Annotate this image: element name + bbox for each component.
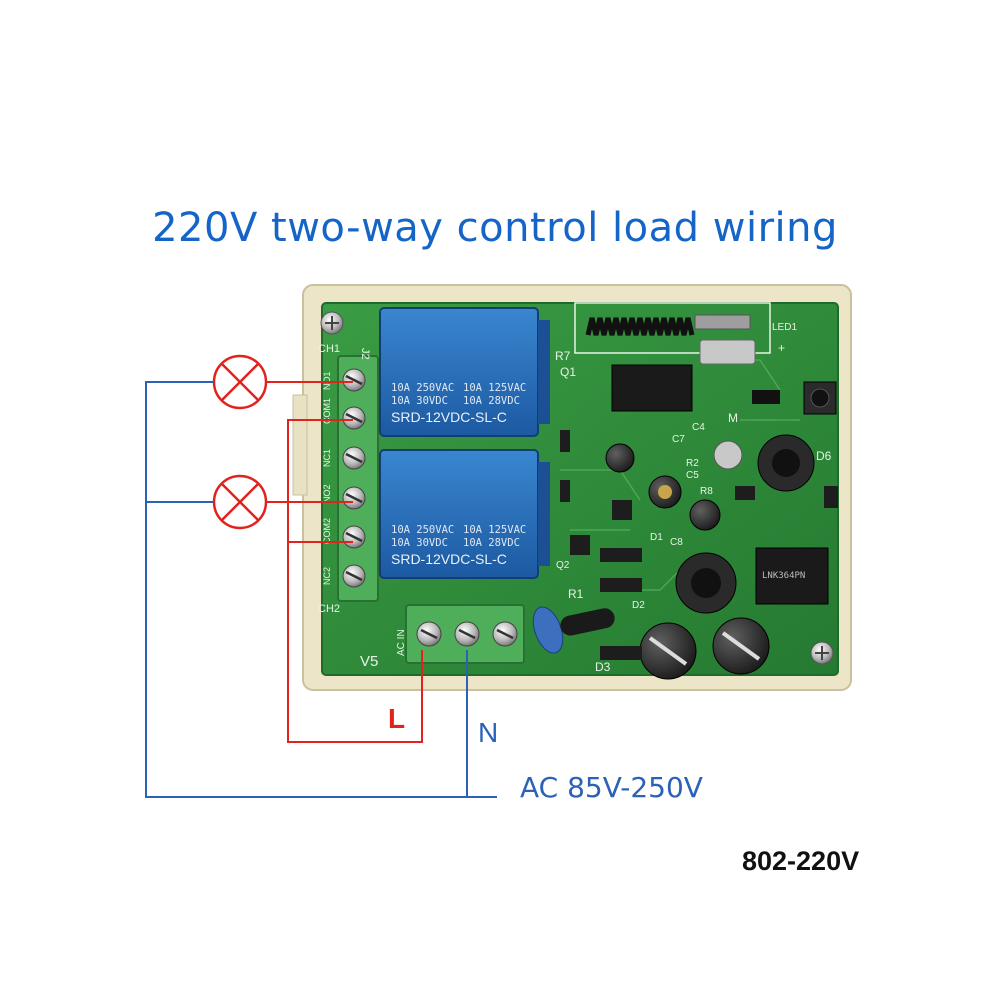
resistor <box>560 608 615 636</box>
label-led1: LED1 <box>772 322 797 333</box>
lamp-icon <box>212 354 268 410</box>
label-d2: D2 <box>632 600 645 611</box>
relay2-rating-left-2: 10A 30VDC <box>391 537 448 549</box>
label-ch2: CH2 <box>318 603 340 615</box>
capacitor-icon <box>639 622 697 680</box>
terminal-pin-com1: COM1 <box>322 398 332 424</box>
terminal-screw-icon <box>454 621 480 647</box>
terminal-pin-no1: NO1 <box>322 371 332 390</box>
terminal-screw-icon <box>342 368 366 392</box>
terminal-pin-no2: NO2 <box>322 484 332 503</box>
label-plus: + <box>778 341 785 355</box>
neutral-wire <box>145 381 497 798</box>
ic-chip-lnk: LNK364PN <box>755 547 829 605</box>
label-r2: R2 <box>686 458 699 469</box>
label-c4: C4 <box>692 422 705 433</box>
button-icon <box>803 381 837 415</box>
label-j2: J2 <box>359 348 371 360</box>
label-r8: R8 <box>700 486 713 497</box>
capacitor-icon <box>648 475 682 509</box>
label-ch1: CH1 <box>318 343 340 355</box>
antenna-icon <box>574 302 771 365</box>
label-r7: R7 <box>555 349 571 363</box>
relay2-rating-right-1: 10A 125VAC <box>463 524 526 536</box>
model-label: 802-220V <box>742 846 860 876</box>
capacitor-icon <box>605 443 635 473</box>
terminal-pin-nc1: NC1 <box>322 449 332 467</box>
relay1-rating-left-2: 10A 30VDC <box>391 395 448 407</box>
terminal-screw-icon <box>342 406 366 430</box>
lamp-icon <box>212 474 268 530</box>
live-wire <box>266 381 423 743</box>
label-r1: R1 <box>568 587 584 601</box>
relay-icon <box>379 307 550 437</box>
y-capacitor-icon <box>532 606 564 654</box>
terminal-screw-icon <box>492 621 518 647</box>
relay2-model: SRD-12VDC-SL-C <box>391 551 507 567</box>
capacitor-icon <box>689 499 721 531</box>
relay2-rating-right-2: 10A 28VDC <box>463 537 520 549</box>
terminal-screw-icon <box>416 621 442 647</box>
capacitor-icon <box>713 440 743 470</box>
label-d1: D1 <box>650 532 663 543</box>
label-d3: D3 <box>595 660 611 674</box>
relay1-model: SRD-12VDC-SL-C <box>391 409 507 425</box>
relay1-rating-right-1: 10A 125VAC <box>463 382 526 394</box>
ic-chip <box>611 364 693 412</box>
terminal-screw-icon <box>342 486 366 510</box>
terminal-screw-icon <box>342 564 366 588</box>
label-d6: D6 <box>816 449 832 463</box>
terminal-screw-icon <box>342 446 366 470</box>
inductor-icon <box>675 552 737 614</box>
relay1-rating-right-2: 10A 28VDC <box>463 395 520 407</box>
label-m: M <box>728 411 738 425</box>
label-ac-in: AC IN <box>396 629 407 656</box>
label-c5: C5 <box>686 470 699 481</box>
label-q2: Q2 <box>556 560 570 571</box>
terminal-screw-icon <box>342 525 366 549</box>
neutral-label: N <box>478 717 498 748</box>
relay2-rating-left-1: 10A 250VAC <box>391 524 454 536</box>
label-v5: V5 <box>360 653 378 670</box>
svg-text:LNK364PN: LNK364PN <box>762 571 805 581</box>
mount-screw-icon <box>320 311 344 335</box>
label-c7: C7 <box>672 434 685 445</box>
terminal-pin-com2: COM2 <box>322 518 332 544</box>
page-title: 220V two-way control load wiring <box>152 205 838 251</box>
mount-screw-icon <box>810 641 834 665</box>
relay1-rating-left-1: 10A 250VAC <box>391 382 454 394</box>
capacitor-icon <box>712 617 770 675</box>
relay-icon <box>379 449 550 579</box>
live-label: L <box>388 703 405 734</box>
terminal-pin-nc2: NC2 <box>322 567 332 585</box>
inductor-icon <box>757 434 815 492</box>
jumper <box>752 390 780 404</box>
label-q1: Q1 <box>560 365 576 379</box>
label-c8: C8 <box>670 537 683 548</box>
relay-terminal-block <box>337 355 379 602</box>
supply-range-label: AC 85V-250V <box>520 771 703 804</box>
